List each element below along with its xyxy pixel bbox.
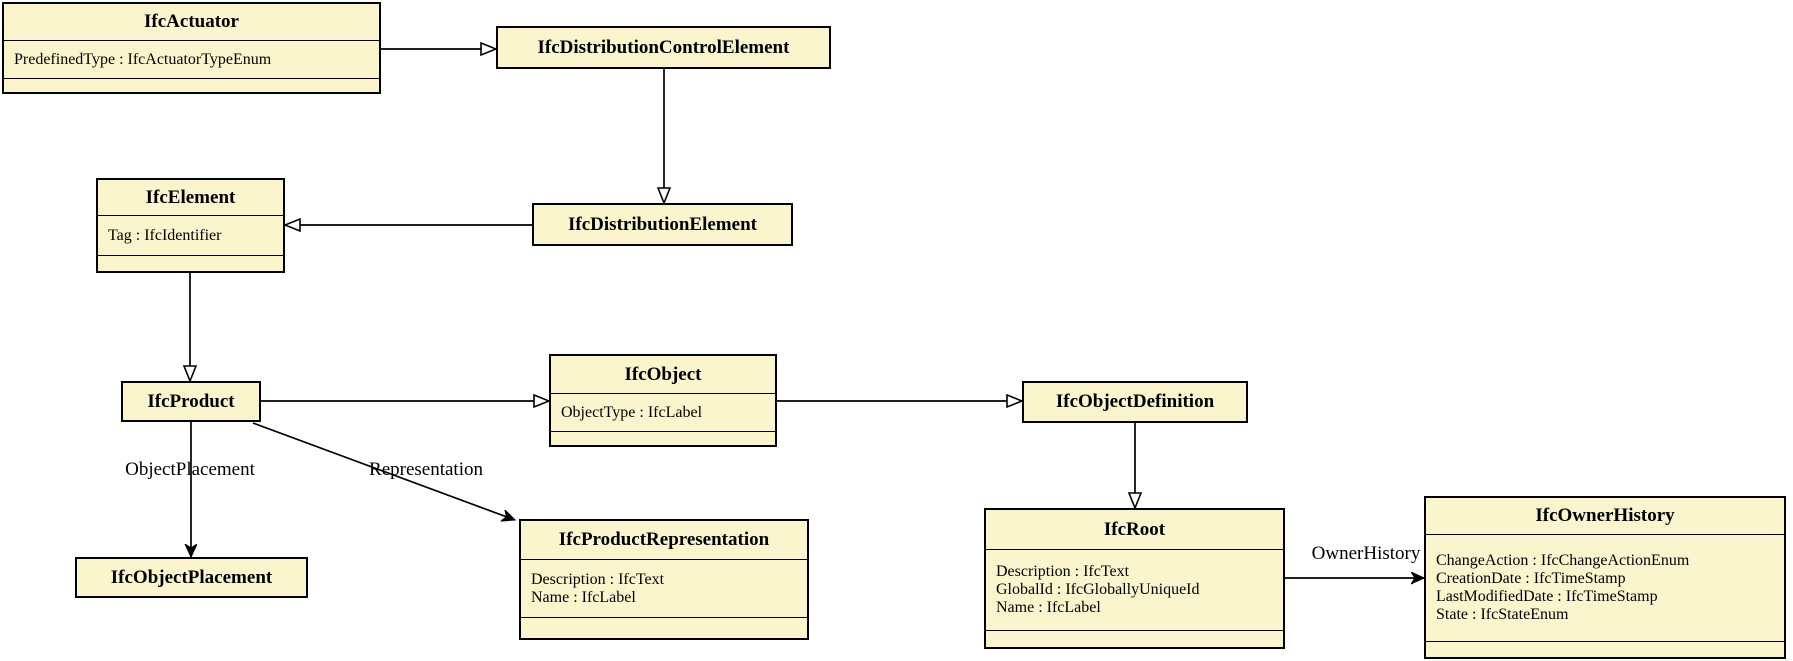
class-box-ifc-object-placement: IfcObjectPlacement — [75, 557, 308, 598]
association-label-ownerhistory: OwnerHistory — [1311, 543, 1421, 564]
class-empty-compartment — [1426, 641, 1784, 657]
class-attribute: GlobalId : IfcGloballyUniqueId — [996, 581, 1200, 598]
class-title: IfcObjectDefinition — [1055, 391, 1215, 412]
class-attribute: Description : IfcText — [996, 563, 1130, 580]
class-empty-compartment — [986, 630, 1283, 647]
class-attributes: PredefinedType : IfcActuatorTypeEnum — [4, 40, 379, 78]
class-attribute: Description : IfcText — [531, 570, 665, 588]
class-title: IfcRoot — [1103, 518, 1166, 540]
class-attribute: ObjectType : IfcLabel — [561, 403, 703, 421]
class-title: IfcElement — [145, 186, 236, 208]
association-arrow — [252, 422, 515, 520]
class-box-ifc-product: IfcProduct — [121, 381, 261, 422]
association-label-representation: Representation — [369, 459, 483, 480]
association-label-objectplacement: ObjectPlacement — [125, 459, 255, 480]
class-title: IfcOwnerHistory — [1535, 505, 1675, 526]
class-title: IfcObject — [624, 363, 702, 385]
class-title: IfcActuator — [144, 11, 239, 32]
class-title: IfcProductRepresentation — [558, 529, 770, 550]
class-box-ifc-distribution-element: IfcDistributionElement — [532, 203, 793, 246]
class-box-ifc-object-definition: IfcObjectDefinition — [1022, 381, 1248, 423]
class-title: IfcDistributionControlElement — [537, 36, 790, 58]
relationship-lines — [190, 49, 1424, 578]
class-title: IfcObjectPlacement — [110, 566, 273, 588]
class-attribute: Name : IfcLabel — [531, 588, 636, 606]
class-attribute: ChangeAction : IfcChangeActionEnum — [1436, 552, 1690, 569]
class-title: IfcProduct — [147, 390, 235, 412]
class-attributes: Tag : IfcIdentifier — [98, 215, 283, 255]
class-attribute: State : IfcStateEnum — [1436, 606, 1569, 623]
class-empty-compartment — [98, 255, 283, 271]
class-empty-compartment — [551, 431, 775, 445]
class-empty-compartment — [521, 617, 807, 638]
class-attributes: ObjectType : IfcLabel — [551, 393, 775, 431]
class-attribute: Tag : IfcIdentifier — [108, 226, 222, 244]
class-box-ifc-distribution-control-element: IfcDistributionControlElement — [496, 26, 831, 69]
class-attribute: PredefinedType : IfcActuatorTypeEnum — [14, 50, 272, 68]
class-attribute: Name : IfcLabel — [996, 599, 1101, 616]
class-empty-compartment — [4, 78, 379, 92]
class-attribute: CreationDate : IfcTimeStamp — [1436, 570, 1626, 587]
class-title: IfcDistributionElement — [568, 213, 757, 235]
class-attribute: LastModifiedDate : IfcTimeStamp — [1436, 588, 1658, 605]
